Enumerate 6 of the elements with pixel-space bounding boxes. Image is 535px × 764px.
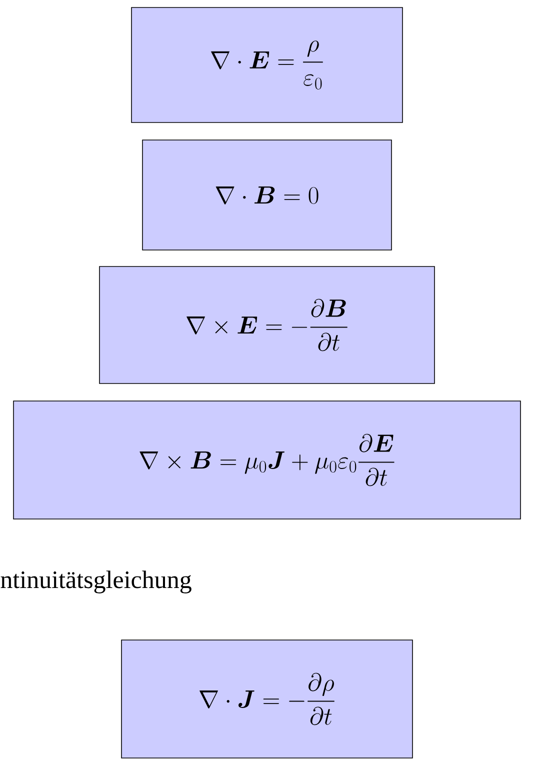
heading-text: ntinuitätsgleichung	[0, 570, 192, 594]
formula-box: $\nabla \cdot \boldsymbol{J} = -\frac{\partial \rho}{\partial t}$	[121, 640, 413, 758]
formula-box: $\nabla \times \boldsymbol{E} = -\frac{\partial \boldsymbol{B}}{\partial t}$	[99, 266, 435, 384]
formula-box: $\nabla \cdot \boldsymbol{B} = 0$	[142, 140, 392, 250]
formula-box: $\nabla \cdot \boldsymbol{E} = \frac{\rho}{\varepsilon_0}$	[131, 7, 403, 123]
formula-box: $\nabla \times \boldsymbol{B} = \mu_0 \boldsymbol{J} + \mu_0 \varepsilon_0 \frac{\partial \boldsymbol{E}}{\partial t}$	[13, 400, 521, 520]
